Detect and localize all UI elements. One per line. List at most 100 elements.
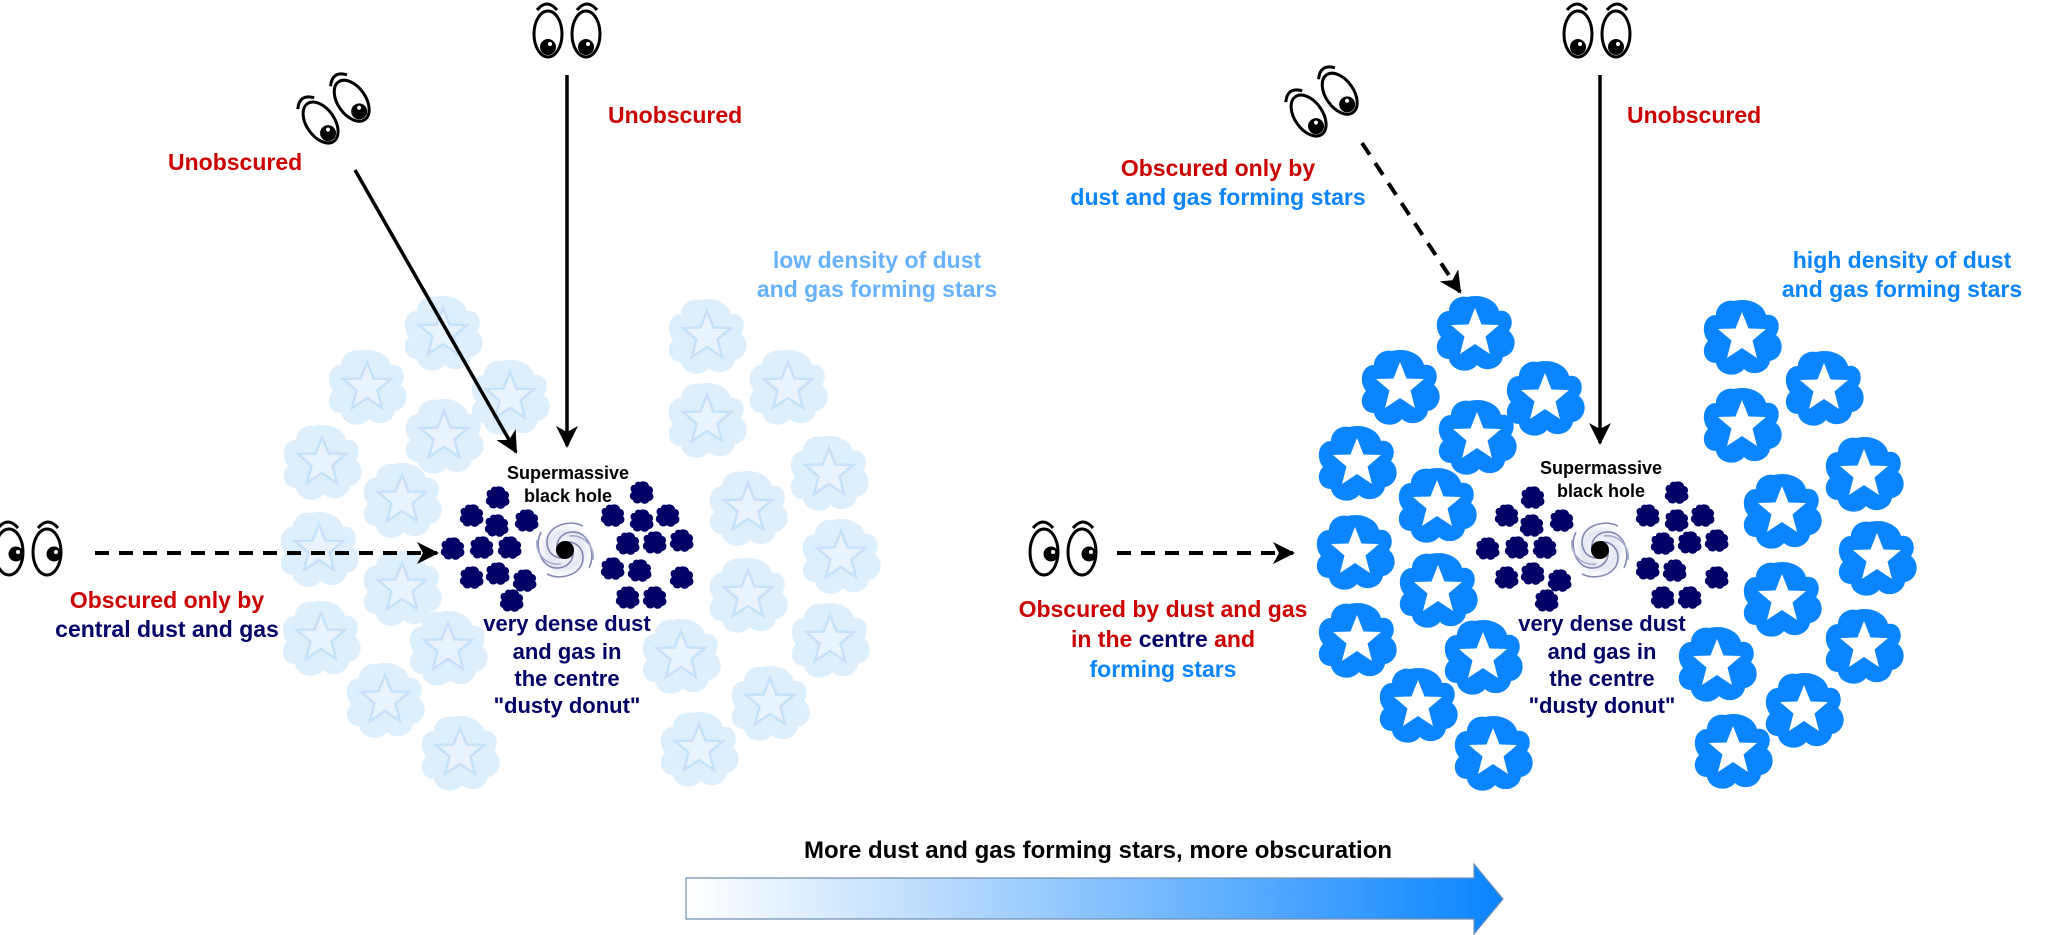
star-cloud-icon: [1678, 626, 1757, 702]
angled-sightline-arrow: [353, 169, 518, 454]
star-cloud-icon: [1743, 473, 1822, 549]
star-cloud-icon: [1825, 608, 1904, 684]
dust-cloud-icon: [1532, 536, 1557, 559]
star-cloud-icon: [1785, 350, 1864, 426]
bottom-gradient-arrow: More dust and gas forming stars, more ob…: [685, 837, 1504, 935]
dust-cloud-icon: [485, 562, 510, 585]
dust-cloud-icon: [1494, 504, 1519, 527]
donut-label-line3: the centre: [514, 666, 619, 691]
dust-cloud-icon: [615, 532, 640, 555]
black-hole-label-line1: Supermassive: [1540, 458, 1662, 478]
donut-label-line3: the centre: [1549, 666, 1654, 691]
dust-cloud-icon: [615, 586, 640, 609]
eyes-icon-side-observer: [0, 522, 62, 575]
star-cloud-icon: [1765, 672, 1844, 748]
donut-label: very dense dust and gas in the centre "d…: [1518, 611, 1686, 718]
dust-cloud-icon: [1704, 529, 1729, 552]
eyes-icon-angled-observer: [292, 68, 376, 149]
dust-cloud-icon: [669, 566, 694, 589]
star-cloud-icon: [668, 298, 747, 374]
donut-label-line4: "dusty donut": [1529, 693, 1676, 718]
star-region-label-line1: low density of dust: [773, 247, 982, 273]
dust-cloud-icon: [1635, 557, 1660, 580]
star-cloud-icon: [731, 665, 810, 741]
star-cloud-icon: [363, 462, 442, 538]
black-hole-label-line1: Supermassive: [507, 463, 629, 483]
angled-sightline-dashed-arrow: [1360, 141, 1462, 294]
dust-cloud-icon: [1664, 509, 1689, 532]
side-view-label-line3: forming stars: [1090, 656, 1237, 682]
eyes-icon-top-observer: [534, 4, 600, 57]
star-cloud-icon: [1743, 561, 1822, 637]
dust-cloud-icon: [629, 509, 654, 532]
donut-label-line1: very dense dust: [1518, 611, 1686, 636]
dust-cloud-icon: [512, 569, 537, 592]
star-cloud-icon: [790, 435, 869, 511]
right-panel: Unobscured Obscured only by dust and gas…: [1019, 4, 2022, 791]
left-panel: Unobscured Unobscured Obscured only by c…: [0, 4, 997, 791]
dust-cloud-icon: [1704, 566, 1729, 589]
star-cloud-icon: [1703, 299, 1782, 375]
star-region-label-line2: and gas forming stars: [1782, 276, 2022, 302]
top-view-label: Unobscured: [1627, 102, 1761, 128]
dust-cloud-icon: [514, 509, 539, 532]
dust-cloud-icon: [440, 537, 465, 560]
dust-cloud-icon: [1504, 536, 1529, 559]
dust-cloud-icon: [459, 504, 484, 527]
donut-label: very dense dust and gas in the centre "d…: [483, 611, 651, 718]
star-cloud-icon: [346, 662, 425, 738]
star-cloud-icon: [1379, 667, 1458, 743]
star-cloud-icon: [1838, 520, 1917, 596]
dust-cloud-icon: [1475, 537, 1500, 560]
dust-cloud-icon: [600, 504, 625, 527]
dust-cloud-icon: [1520, 486, 1545, 509]
star-cloud-icon: [1436, 295, 1515, 371]
dust-cloud-icon: [1664, 481, 1689, 504]
star-cloud-icon: [709, 557, 788, 633]
star-cloud-icon: [1316, 514, 1395, 590]
dust-cloud-icon: [485, 486, 510, 509]
black-hole-icon: [532, 517, 598, 583]
star-cloud-icon: [749, 349, 828, 425]
dust-cloud-icon: [484, 514, 509, 537]
dust-cloud-icon: [629, 481, 654, 504]
side-view-label-and: and: [1208, 626, 1255, 652]
donut-label-line2: and gas in: [1548, 639, 1657, 664]
black-hole-label-line2: black hole: [1557, 481, 1645, 501]
dust-cloud-icon: [1677, 531, 1702, 554]
dust-cloud-icon: [1534, 589, 1559, 612]
star-cloud-icon: [791, 602, 870, 678]
star-cloud-icon: [421, 715, 500, 791]
dust-cloud-icon: [642, 586, 667, 609]
angled-view-label-line2: dust and gas forming stars: [1070, 184, 1365, 210]
star-cloud-icon: [1703, 387, 1782, 463]
star-cloud-icon: [282, 600, 361, 676]
bottom-caption: More dust and gas forming stars, more ob…: [804, 837, 1392, 864]
dust-cloud-icon: [1650, 586, 1675, 609]
black-hole-label-line2: black hole: [524, 486, 612, 506]
star-cloud-icon: [1454, 715, 1533, 791]
star-cloud-icon: [280, 511, 359, 587]
dust-cloud-icon: [497, 536, 522, 559]
side-view-label-in-the: in the: [1071, 626, 1139, 652]
black-hole-icon: [1567, 517, 1633, 583]
side-view-label-line1: Obscured only by: [70, 587, 264, 613]
donut-label-line1: very dense dust: [483, 611, 651, 636]
star-cloud-icon: [802, 518, 881, 594]
dust-cloud-icon: [642, 531, 667, 554]
dust-cloud-icon: [1547, 569, 1572, 592]
star-cloud-icon: [283, 424, 362, 500]
donut-label-line2: and gas in: [513, 639, 622, 664]
angled-view-label-line1: Obscured only by: [1121, 155, 1315, 181]
dust-cloud-icon: [499, 589, 524, 612]
donut-label-line4: "dusty donut": [494, 693, 641, 718]
star-cloud-icon: [1825, 436, 1904, 512]
star-cloud-icon: [1318, 602, 1397, 678]
star-cloud-icon: [1318, 425, 1397, 501]
top-view-label: Unobscured: [608, 102, 742, 128]
dust-cloud-icon: [1494, 566, 1519, 589]
dust-cloud-icon: [1662, 559, 1687, 582]
dust-cloud-icon: [627, 559, 652, 582]
dust-cloud-icon: [1519, 514, 1544, 537]
